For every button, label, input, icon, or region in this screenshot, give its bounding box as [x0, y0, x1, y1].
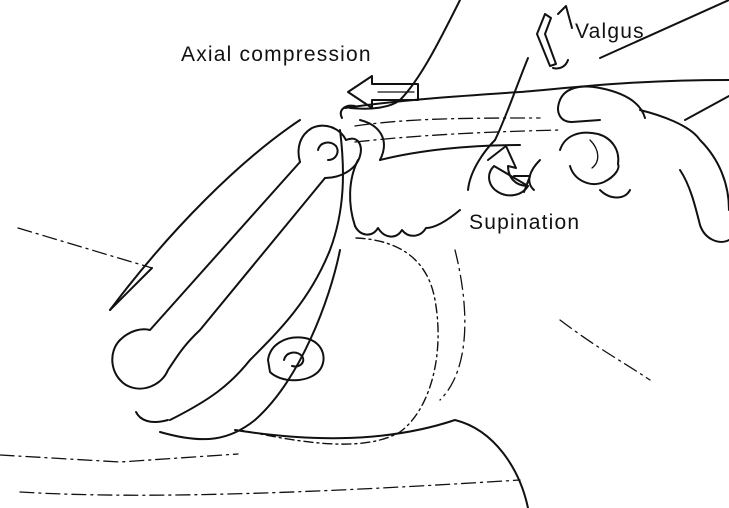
supination-label: Supination [469, 212, 580, 233]
navel-detail [268, 337, 324, 380]
valgus-label: Valgus [575, 21, 645, 42]
curved-rotation-arrow-icon [488, 146, 530, 195]
humerus-bone [112, 126, 361, 389]
right-angle-arrow-icon [537, 6, 572, 69]
patient-forearm [345, 0, 729, 160]
torso-outline [160, 238, 528, 508]
patient-upper-arm [110, 120, 343, 422]
axial-compression-label: Axial compression [181, 44, 372, 65]
